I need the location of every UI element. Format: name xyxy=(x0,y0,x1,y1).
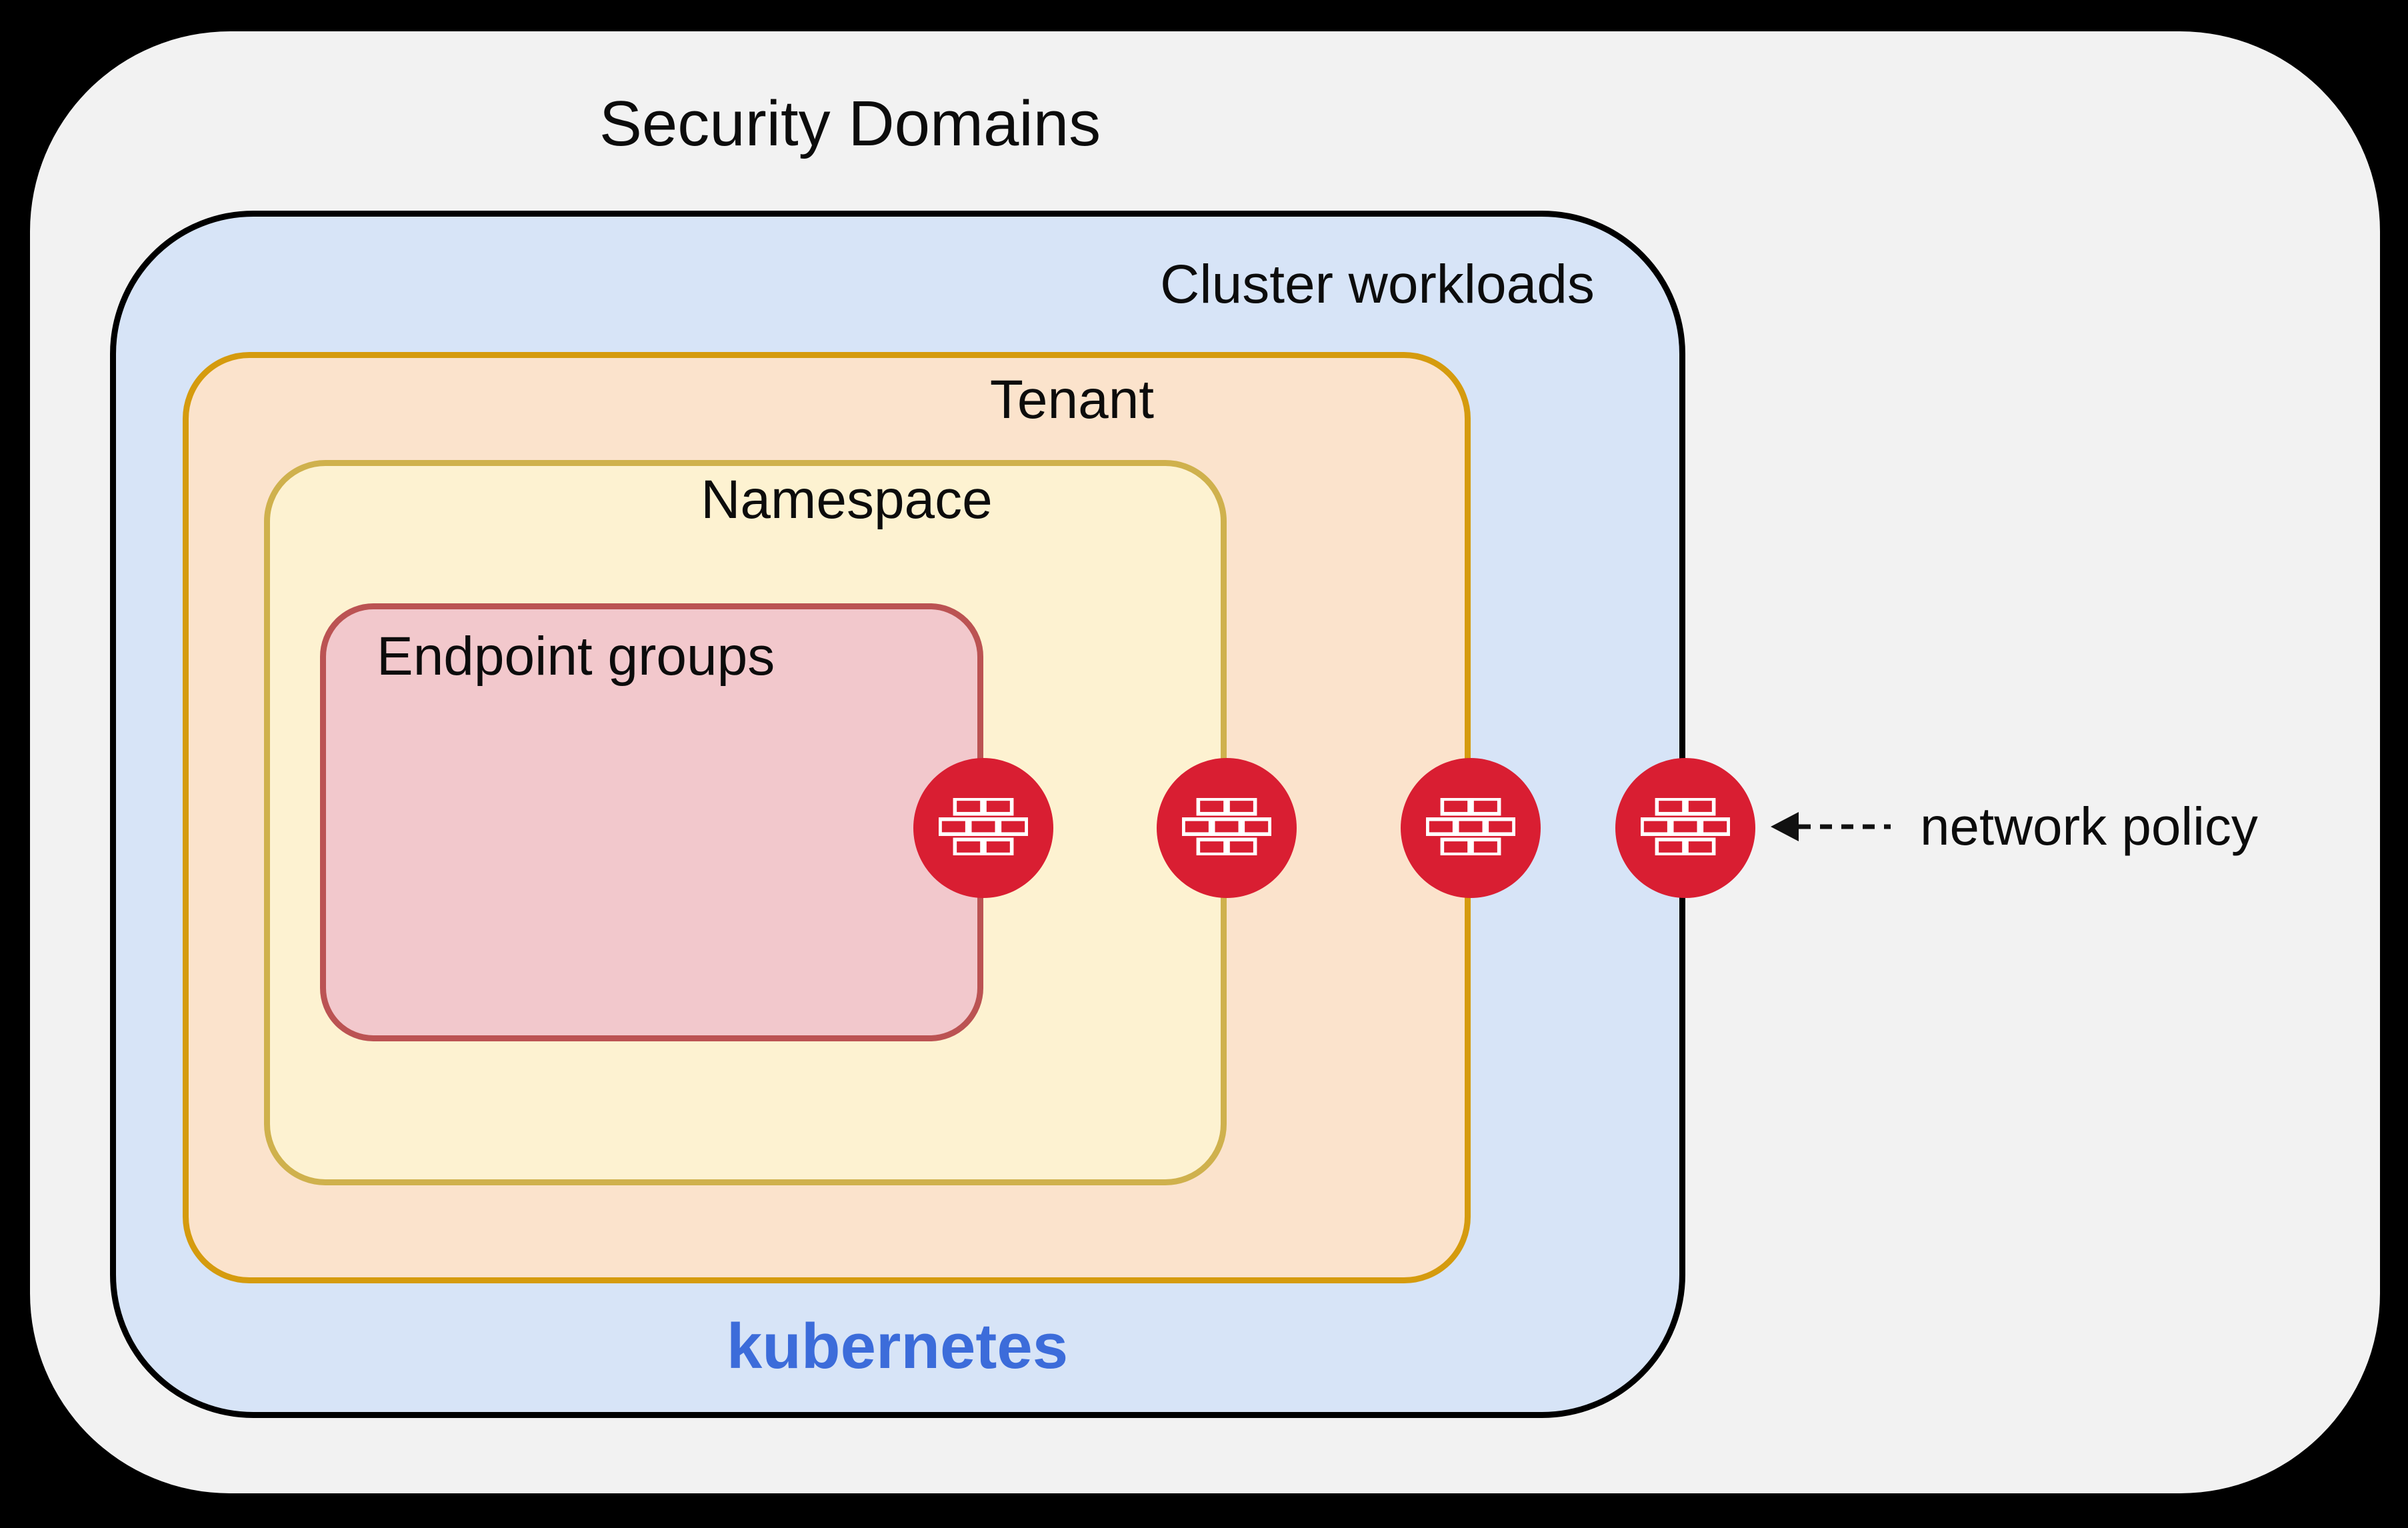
dashed-left-arrow-icon xyxy=(1771,812,1891,841)
firewall-badge-endpoint xyxy=(913,758,1053,898)
kubernetes-label: kubernetes xyxy=(726,1311,1069,1382)
tenant-label: Tenant xyxy=(989,369,1155,430)
namespace-label: Namespace xyxy=(701,469,993,530)
diagram-title: Security Domains xyxy=(599,88,1101,159)
firewall-brick-wall-icon xyxy=(1181,797,1272,859)
firewall-brick-wall-icon xyxy=(1425,797,1516,859)
network-policy-label: network policy xyxy=(1920,797,2258,856)
firewall-badge-namespace xyxy=(1157,758,1297,898)
firewall-badge-tenant xyxy=(1401,758,1541,898)
endpoint-groups-label: Endpoint groups xyxy=(377,626,775,687)
network-policy-arrow xyxy=(1767,800,1893,853)
cluster-workloads-label: Cluster workloads xyxy=(1160,254,1595,315)
firewall-badge-cluster xyxy=(1615,758,1755,898)
firewall-brick-wall-icon xyxy=(1640,797,1731,859)
firewall-brick-wall-icon xyxy=(938,797,1029,859)
endpoint-groups-box xyxy=(320,603,983,1041)
